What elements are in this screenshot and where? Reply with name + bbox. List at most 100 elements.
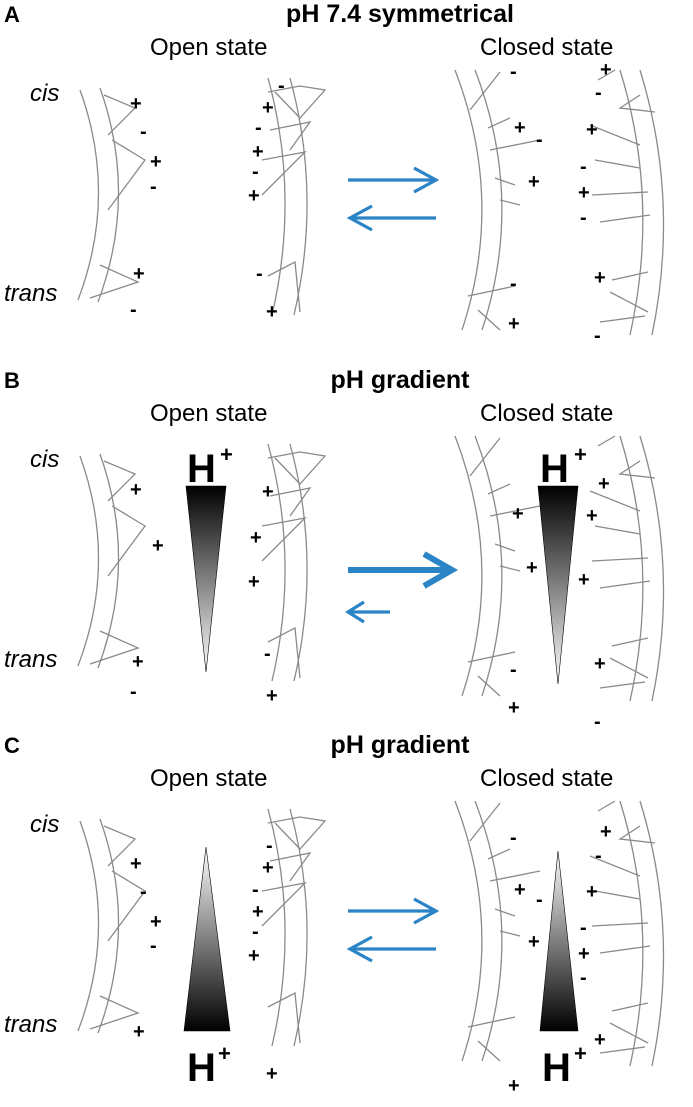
open-charge-plus: +	[262, 857, 274, 879]
closed-sensor-stalk	[611, 637, 649, 647]
closed-charge-plus: +	[586, 505, 598, 527]
open-right-wall-outer	[267, 808, 286, 1047]
closed-sensor-stalk	[499, 930, 521, 937]
open-charge-plus: +	[130, 853, 142, 875]
open-h-ion-charge: +	[218, 1041, 231, 1066]
open-charge-minus: -	[130, 681, 137, 703]
closed-sensor-stalk	[487, 117, 511, 129]
open-sensor-loop	[107, 139, 146, 211]
open-charge-minus: -	[264, 643, 271, 665]
closed-sensor-stalk	[609, 657, 649, 679]
closed-sensor-stalk	[597, 435, 616, 447]
closed-charge-plus: +	[508, 313, 520, 335]
open-charge-plus: +	[252, 141, 264, 163]
open-sensor-loop	[261, 881, 307, 927]
closed-left-wall-outer	[454, 800, 483, 1062]
open-charge-minus: -	[140, 121, 147, 143]
closed-sensor-stalk	[591, 191, 649, 196]
closed-charge-plus: +	[594, 653, 606, 675]
closed-charge-plus: +	[594, 1029, 606, 1051]
closed-right-wall-outer	[619, 435, 644, 702]
closed-h-ion-label: H	[542, 1046, 571, 1090]
trans-label: trans	[4, 646, 58, 673]
open-charge-minus: -	[266, 835, 273, 857]
open-state-label: Open state	[150, 765, 268, 792]
forward-arrow-head	[422, 551, 459, 589]
open-state-label: Open state	[150, 400, 268, 427]
closed-charge-minus: -	[536, 889, 543, 911]
panel-letter: B	[4, 368, 20, 393]
closed-charge-minus: -	[580, 967, 587, 989]
open-sensor-loop	[89, 630, 140, 665]
open-left-wall-outer	[77, 89, 100, 301]
closed-sensor-stalk	[618, 460, 656, 479]
closed-charge-plus: +	[514, 117, 526, 139]
closed-sensor-stalk	[599, 945, 651, 954]
closed-sensor-stalk	[494, 908, 516, 917]
closed-charge-minus: -	[580, 207, 587, 229]
open-sensor-loop	[103, 94, 137, 136]
closed-sensor-stalk	[618, 94, 656, 113]
panel-title: pH 7.4 symmetrical	[286, 0, 514, 28]
closed-h-ion-charge: +	[574, 442, 587, 467]
open-left-wall-inner	[97, 453, 120, 669]
cis-label: cis	[30, 811, 60, 838]
closed-sensor-stalk	[477, 675, 501, 697]
closed-sensor-stalk	[489, 505, 541, 517]
panel-art: H+H++++-+++-++++++-++-	[77, 435, 665, 733]
closed-sensor-stalk	[599, 681, 646, 689]
panel-title: pH gradient	[330, 731, 470, 759]
closed-sensor-stalk	[594, 890, 641, 900]
open-sensor-loop	[107, 870, 146, 942]
open-charge-plus: +	[133, 1021, 145, 1043]
closed-sensor-stalk	[597, 800, 616, 812]
open-sensor-loop	[267, 260, 301, 313]
closed-charge-plus: +	[598, 473, 610, 495]
closed-sensor-stalk	[489, 139, 541, 151]
closed-sensor-stalk	[467, 1016, 516, 1028]
closed-proton-gradient	[539, 850, 579, 1032]
open-charge-plus: +	[130, 93, 142, 115]
closed-charge-minus: -	[594, 325, 601, 347]
closed-sensor-stalk	[609, 291, 649, 313]
open-charge-minus: -	[256, 263, 263, 285]
closed-sensor-stalk	[467, 285, 516, 297]
closed-sensor-stalk	[487, 483, 511, 495]
open-charge-plus: +	[150, 151, 162, 173]
open-right-wall-inner	[289, 77, 308, 316]
open-charge-minus: -	[278, 75, 285, 97]
open-proton-gradient	[183, 846, 231, 1032]
closed-sensor-stalk	[477, 1040, 501, 1062]
closed-charge-plus: +	[514, 879, 526, 901]
closed-charge-minus: -	[594, 711, 601, 733]
open-right-wall-inner	[289, 808, 308, 1047]
closed-h-ion-label: H	[540, 447, 569, 491]
cis-label: cis	[30, 80, 60, 107]
closed-sensor-stalk	[469, 802, 501, 842]
closed-sensor-stalk	[594, 159, 641, 169]
closed-charge-minus: -	[536, 129, 543, 151]
closed-sensor-stalk	[469, 437, 501, 477]
open-h-ion-charge: +	[220, 442, 233, 467]
closed-charge-minus: -	[595, 82, 602, 104]
open-charge-plus: +	[152, 535, 164, 557]
panel-c: C pH gradient Open state Closed state ci…	[0, 731, 693, 1100]
open-sensor-loop	[267, 451, 327, 485]
closed-charge-plus: +	[528, 171, 540, 193]
closed-sensor-stalk	[591, 922, 649, 927]
closed-sensor-stalk	[477, 309, 501, 331]
closed-sensor-stalk	[591, 557, 649, 562]
closed-charge-minus: -	[510, 659, 517, 681]
open-charge-plus: +	[248, 571, 260, 593]
closed-charge-plus: +	[508, 1075, 520, 1097]
closed-right-wall-outer	[619, 69, 644, 336]
open-charge-plus: +	[130, 479, 142, 501]
open-charge-plus: +	[262, 97, 274, 119]
open-sensor-loop	[89, 264, 140, 299]
panel-art: +-+-+--+-+-+-+-+-+-+-++--++-	[77, 59, 665, 347]
open-charge-minus: -	[252, 879, 259, 901]
open-left-wall-outer	[77, 820, 100, 1032]
closed-sensor-stalk	[499, 199, 521, 206]
closed-sensor-stalk	[611, 271, 649, 281]
